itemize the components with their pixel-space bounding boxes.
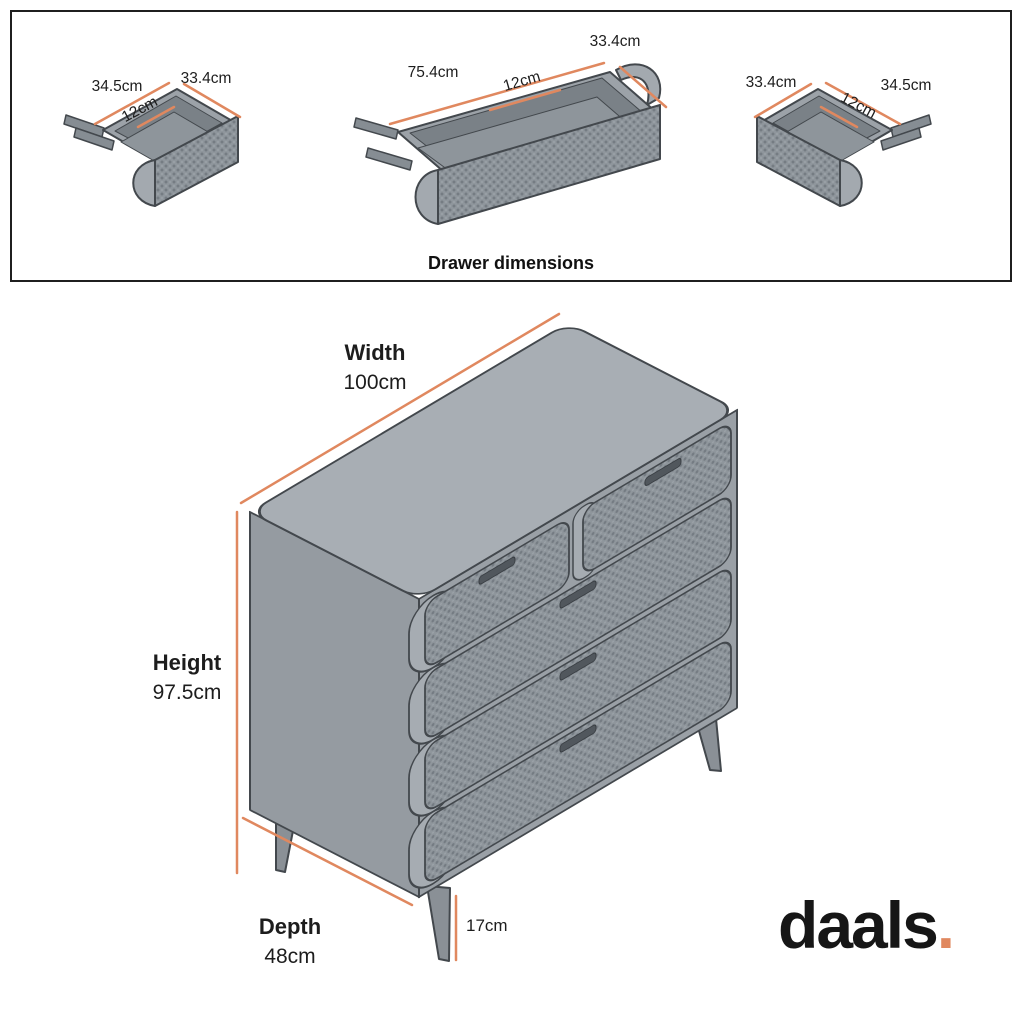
depth-title: Depth [258,914,322,939]
height-title: Height [152,650,222,675]
drawer-handle [559,652,597,681]
middle-drawer-right-dim: 33.4cm [589,33,641,50]
dresser-leg-front-left [426,885,451,962]
leg-height-value: 17cm [466,916,508,935]
drawer-handle [559,580,597,609]
drawer-handle [478,556,516,585]
drawer-rail [353,117,399,140]
width-title: Width [344,340,406,365]
height-label: Height 97.5cm [107,648,267,707]
dimension-lines-dresser [235,312,561,962]
right-drawer-right-dim: 34.5cm [880,77,932,94]
brand-dot: . [936,888,955,962]
drawer-front-row4 [424,641,732,882]
drawer-handle [644,458,682,486]
drawer-front-cap [839,159,863,207]
drawer-front-row2 [424,497,732,738]
dimension-lines-middle-drawer [388,61,668,126]
right-drawer-left-dim: 33.4cm [745,74,797,91]
drawer-handle [559,724,597,753]
drawer-illustration-right [753,81,932,207]
panel-caption: Drawer dimensions [427,253,595,273]
drawer-front-top-right [582,425,732,572]
depth-value: 48cm [264,945,316,968]
drawer-rail [73,127,115,151]
drawer-front-rattan [437,104,661,225]
drawer-illustration-middle [353,61,668,225]
drawer-front-row3 [424,569,732,810]
drawer-illustration-left [63,81,242,207]
depth-label: Depth 48cm [210,912,370,971]
dimension-lines-right-drawer [753,81,902,129]
width-label: Width 100cm [295,338,455,397]
drawer-front-top-left [424,521,570,666]
dresser-top-panel [257,327,730,595]
dresser-illustration [249,327,738,962]
middle-drawer-left-dim: 75.4cm [407,64,459,81]
drawer-rail [880,127,922,151]
brand-logo: daals. [778,892,955,958]
drawer-front-cap [414,169,439,225]
depth-dimension-line [241,816,414,907]
height-value: 97.5cm [152,681,222,704]
drawer-front-rattan [154,115,239,207]
width-dimension-line [239,312,561,505]
drawer-front-cap [132,159,156,207]
drawer-rail [365,147,413,171]
left-drawer-right-dim: 33.4cm [180,70,232,87]
drawer-front-rattan [756,115,841,207]
dimension-lines-left-drawer [93,81,242,129]
left-drawer-left-dim: 34.5cm [91,78,143,95]
width-value: 100cm [343,371,407,394]
brand-name: daals [778,888,939,962]
